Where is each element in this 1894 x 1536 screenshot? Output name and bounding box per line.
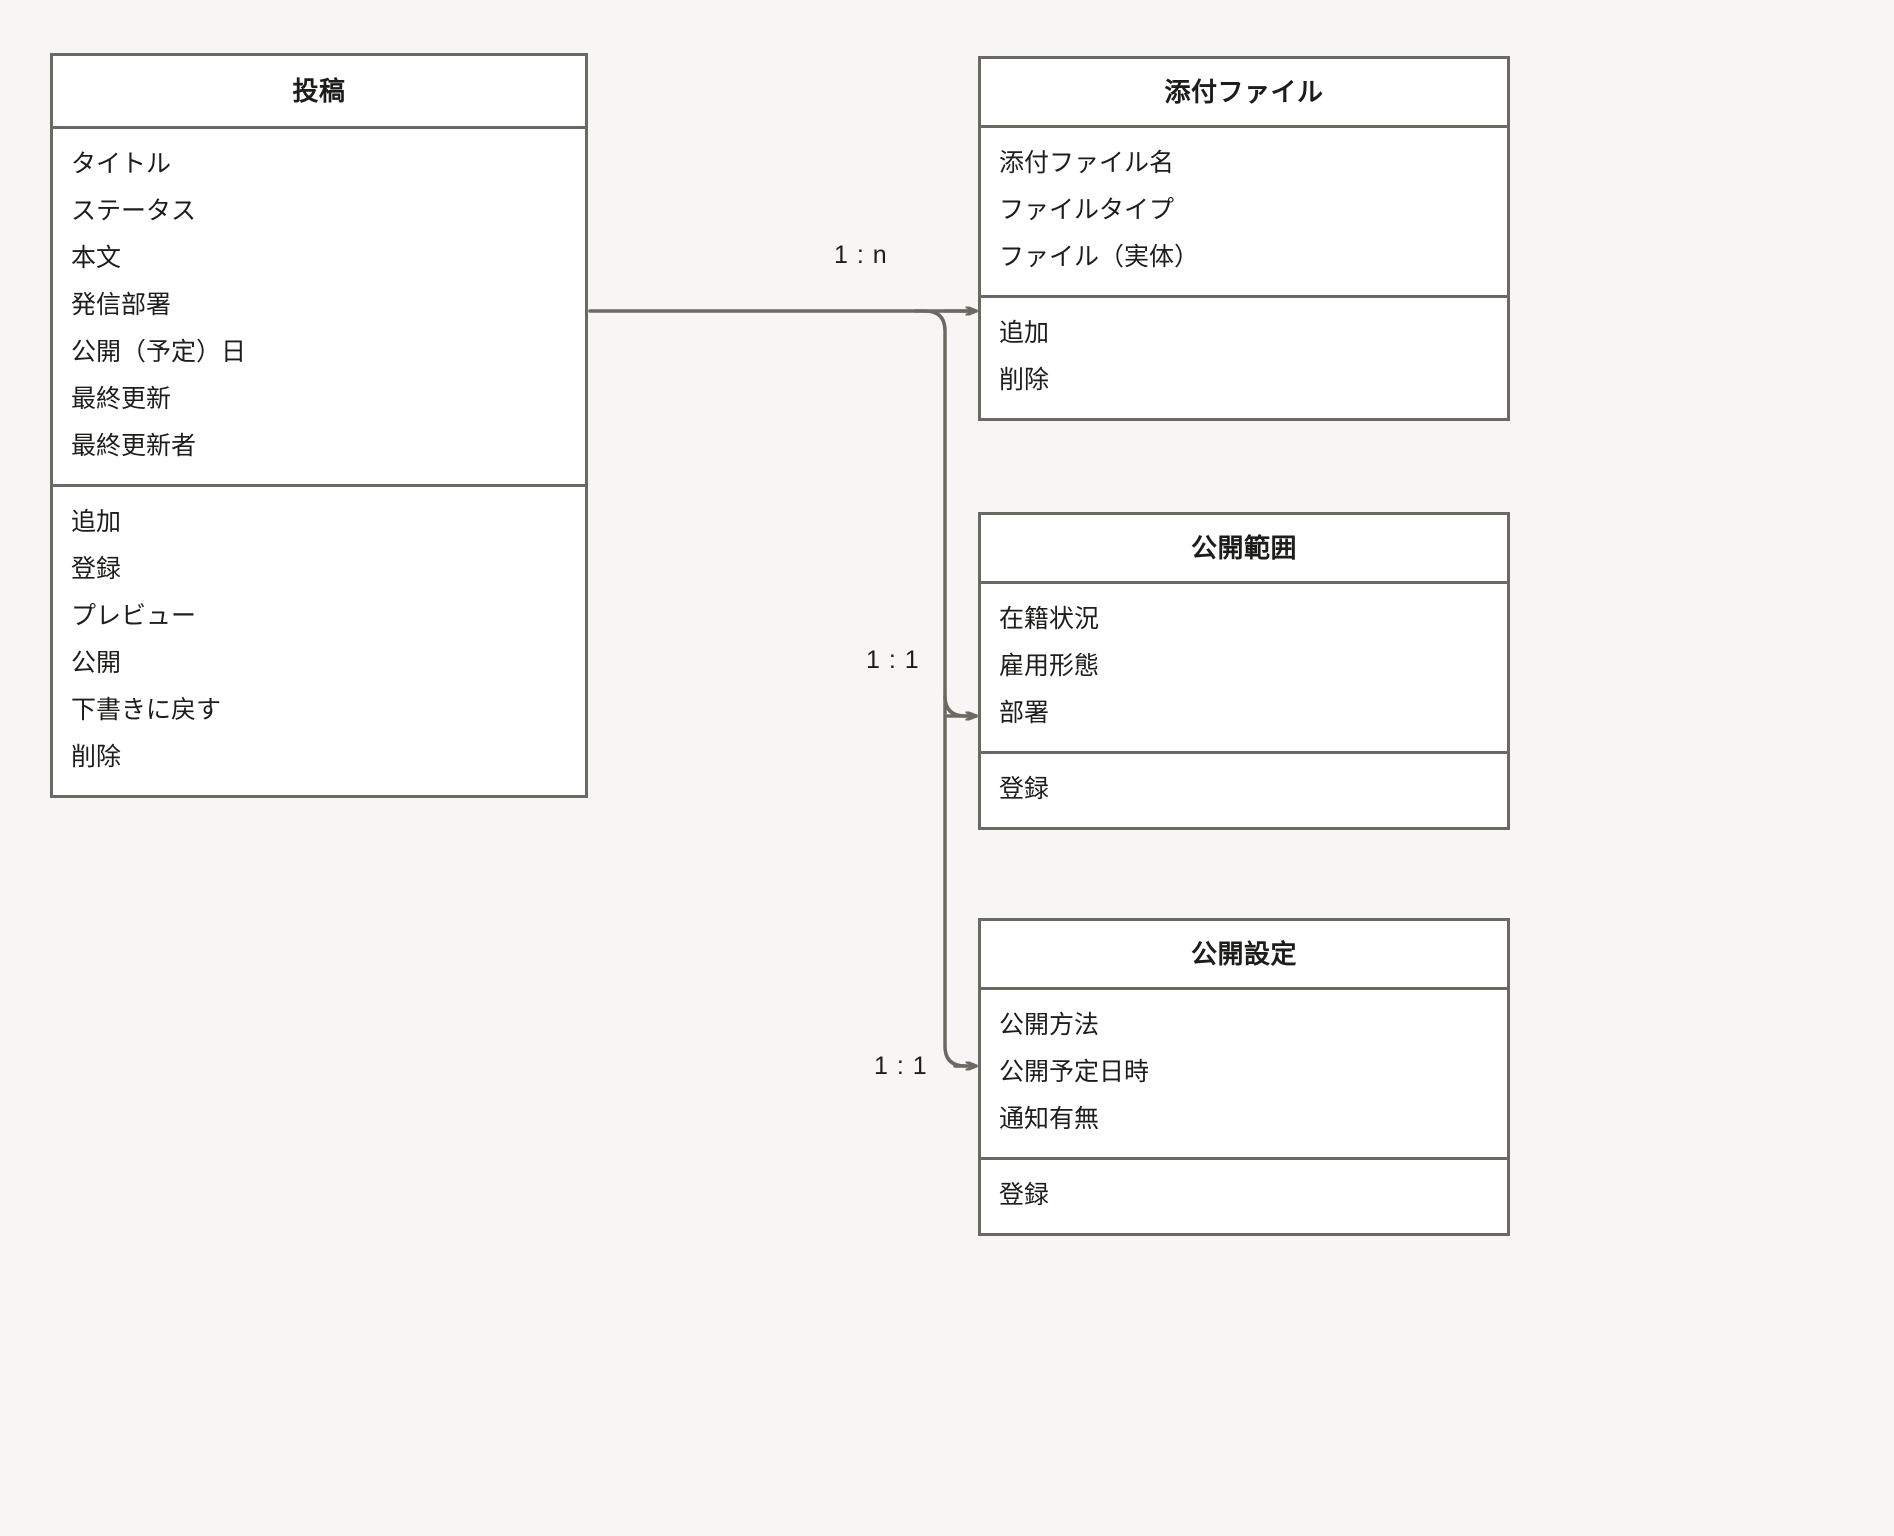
attribute-row: 発信部署 bbox=[71, 291, 172, 319]
class-operations-post: 追加 登録 プレビュー 公開 下書きに戻す 削除 bbox=[53, 484, 585, 795]
class-attributes-post: タイトル ステータス 本文 発信部署 公開（予定）日 最終更新 最終更新者 bbox=[53, 129, 585, 484]
class-title-scope: 公開範囲 bbox=[981, 515, 1507, 584]
connector-post-scope bbox=[943, 694, 978, 718]
class-attributes-scope: 在籍状況 雇用形態 部署 bbox=[981, 584, 1507, 751]
connector-trunk bbox=[588, 309, 967, 1068]
attribute-row: 最終更新者 bbox=[71, 432, 197, 460]
attribute-row: ステータス bbox=[71, 197, 197, 225]
operation-row: 登録 bbox=[71, 555, 122, 583]
class-attributes-publish-setting: 公開方法 公開予定日時 通知有無 bbox=[981, 990, 1507, 1157]
operation-row: 削除 bbox=[71, 743, 122, 771]
operation-row: 削除 bbox=[999, 366, 1050, 394]
class-box-scope[interactable]: 公開範囲 在籍状況 雇用形態 部署 登録 bbox=[978, 512, 1510, 830]
class-title-post: 投稿 bbox=[53, 56, 585, 129]
attribute-row: ファイルタイプ bbox=[999, 196, 1175, 224]
class-operations-publish-setting: 登録 bbox=[981, 1157, 1507, 1233]
attribute-row: 通知有無 bbox=[999, 1105, 1100, 1133]
relation-label-post-scope: 1 : 1 bbox=[866, 646, 920, 674]
operation-row: プレビュー bbox=[71, 602, 197, 630]
attribute-row: 公開（予定）日 bbox=[71, 338, 247, 366]
attribute-row: 在籍状況 bbox=[999, 605, 1100, 633]
operation-row: 登録 bbox=[999, 775, 1050, 803]
operation-row: 公開 bbox=[71, 649, 122, 677]
attribute-row: 本文 bbox=[71, 244, 122, 272]
attribute-row: 添付ファイル名 bbox=[999, 149, 1175, 177]
operation-row: 登録 bbox=[999, 1181, 1050, 1209]
attribute-row: 公開予定日時 bbox=[999, 1058, 1150, 1086]
class-attributes-attachment: 添付ファイル名 ファイルタイプ ファイル（実体） bbox=[981, 128, 1507, 295]
operation-row: 追加 bbox=[71, 508, 122, 536]
attribute-row: 雇用形態 bbox=[999, 652, 1100, 680]
operation-row: 下書きに戻す bbox=[71, 696, 222, 724]
operation-row: 追加 bbox=[999, 319, 1050, 347]
class-box-attachment[interactable]: 添付ファイル 添付ファイル名 ファイルタイプ ファイル（実体） 追加 削除 bbox=[978, 56, 1510, 421]
relation-label-post-publish-setting: 1 : 1 bbox=[874, 1052, 928, 1080]
attribute-row: 部署 bbox=[999, 699, 1050, 727]
attribute-row: 最終更新 bbox=[71, 385, 172, 413]
attribute-row: ファイル（実体） bbox=[999, 243, 1200, 271]
class-box-publish-setting[interactable]: 公開設定 公開方法 公開予定日時 通知有無 登録 bbox=[978, 918, 1510, 1236]
relation-label-post-attachment: 1 : n bbox=[834, 241, 888, 269]
class-operations-scope: 登録 bbox=[981, 751, 1507, 827]
class-box-post[interactable]: 投稿 タイトル ステータス 本文 発信部署 公開（予定）日 最終更新 最終更新者… bbox=[50, 53, 588, 798]
attribute-row: 公開方法 bbox=[999, 1011, 1100, 1039]
attribute-row: タイトル bbox=[71, 150, 172, 178]
class-title-attachment: 添付ファイル bbox=[981, 59, 1507, 128]
class-title-publish-setting: 公開設定 bbox=[981, 921, 1507, 990]
class-operations-attachment: 追加 削除 bbox=[981, 295, 1507, 418]
